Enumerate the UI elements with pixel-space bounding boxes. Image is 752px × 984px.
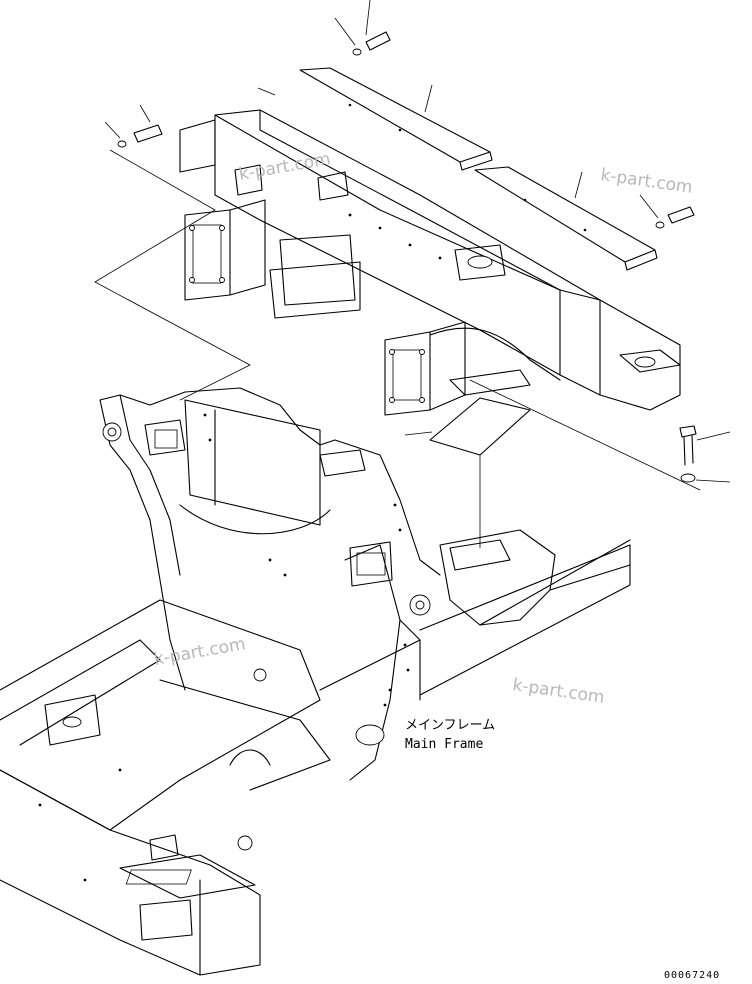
main-frame (0, 387, 631, 976)
watermark-4: k-part.com (511, 675, 605, 708)
watermarks: k-part.com k-part.com k-part.com k-part.… (152, 149, 693, 708)
upper-subframe (179, 109, 681, 416)
callout-main-frame: メインフレーム Main Frame (405, 718, 495, 752)
drawing-code: 00067240 (664, 970, 720, 981)
watermark-2: k-part.com (599, 165, 693, 198)
main-frame-label-jp: メインフレーム (405, 718, 495, 733)
top-cover-right (474, 166, 658, 271)
top-cover-left (299, 67, 493, 171)
leader-lines (94, 84, 701, 491)
watermark-3: k-part.com (152, 634, 247, 670)
bolts (104, 0, 731, 548)
main-frame-label-en: Main Frame (405, 737, 483, 752)
